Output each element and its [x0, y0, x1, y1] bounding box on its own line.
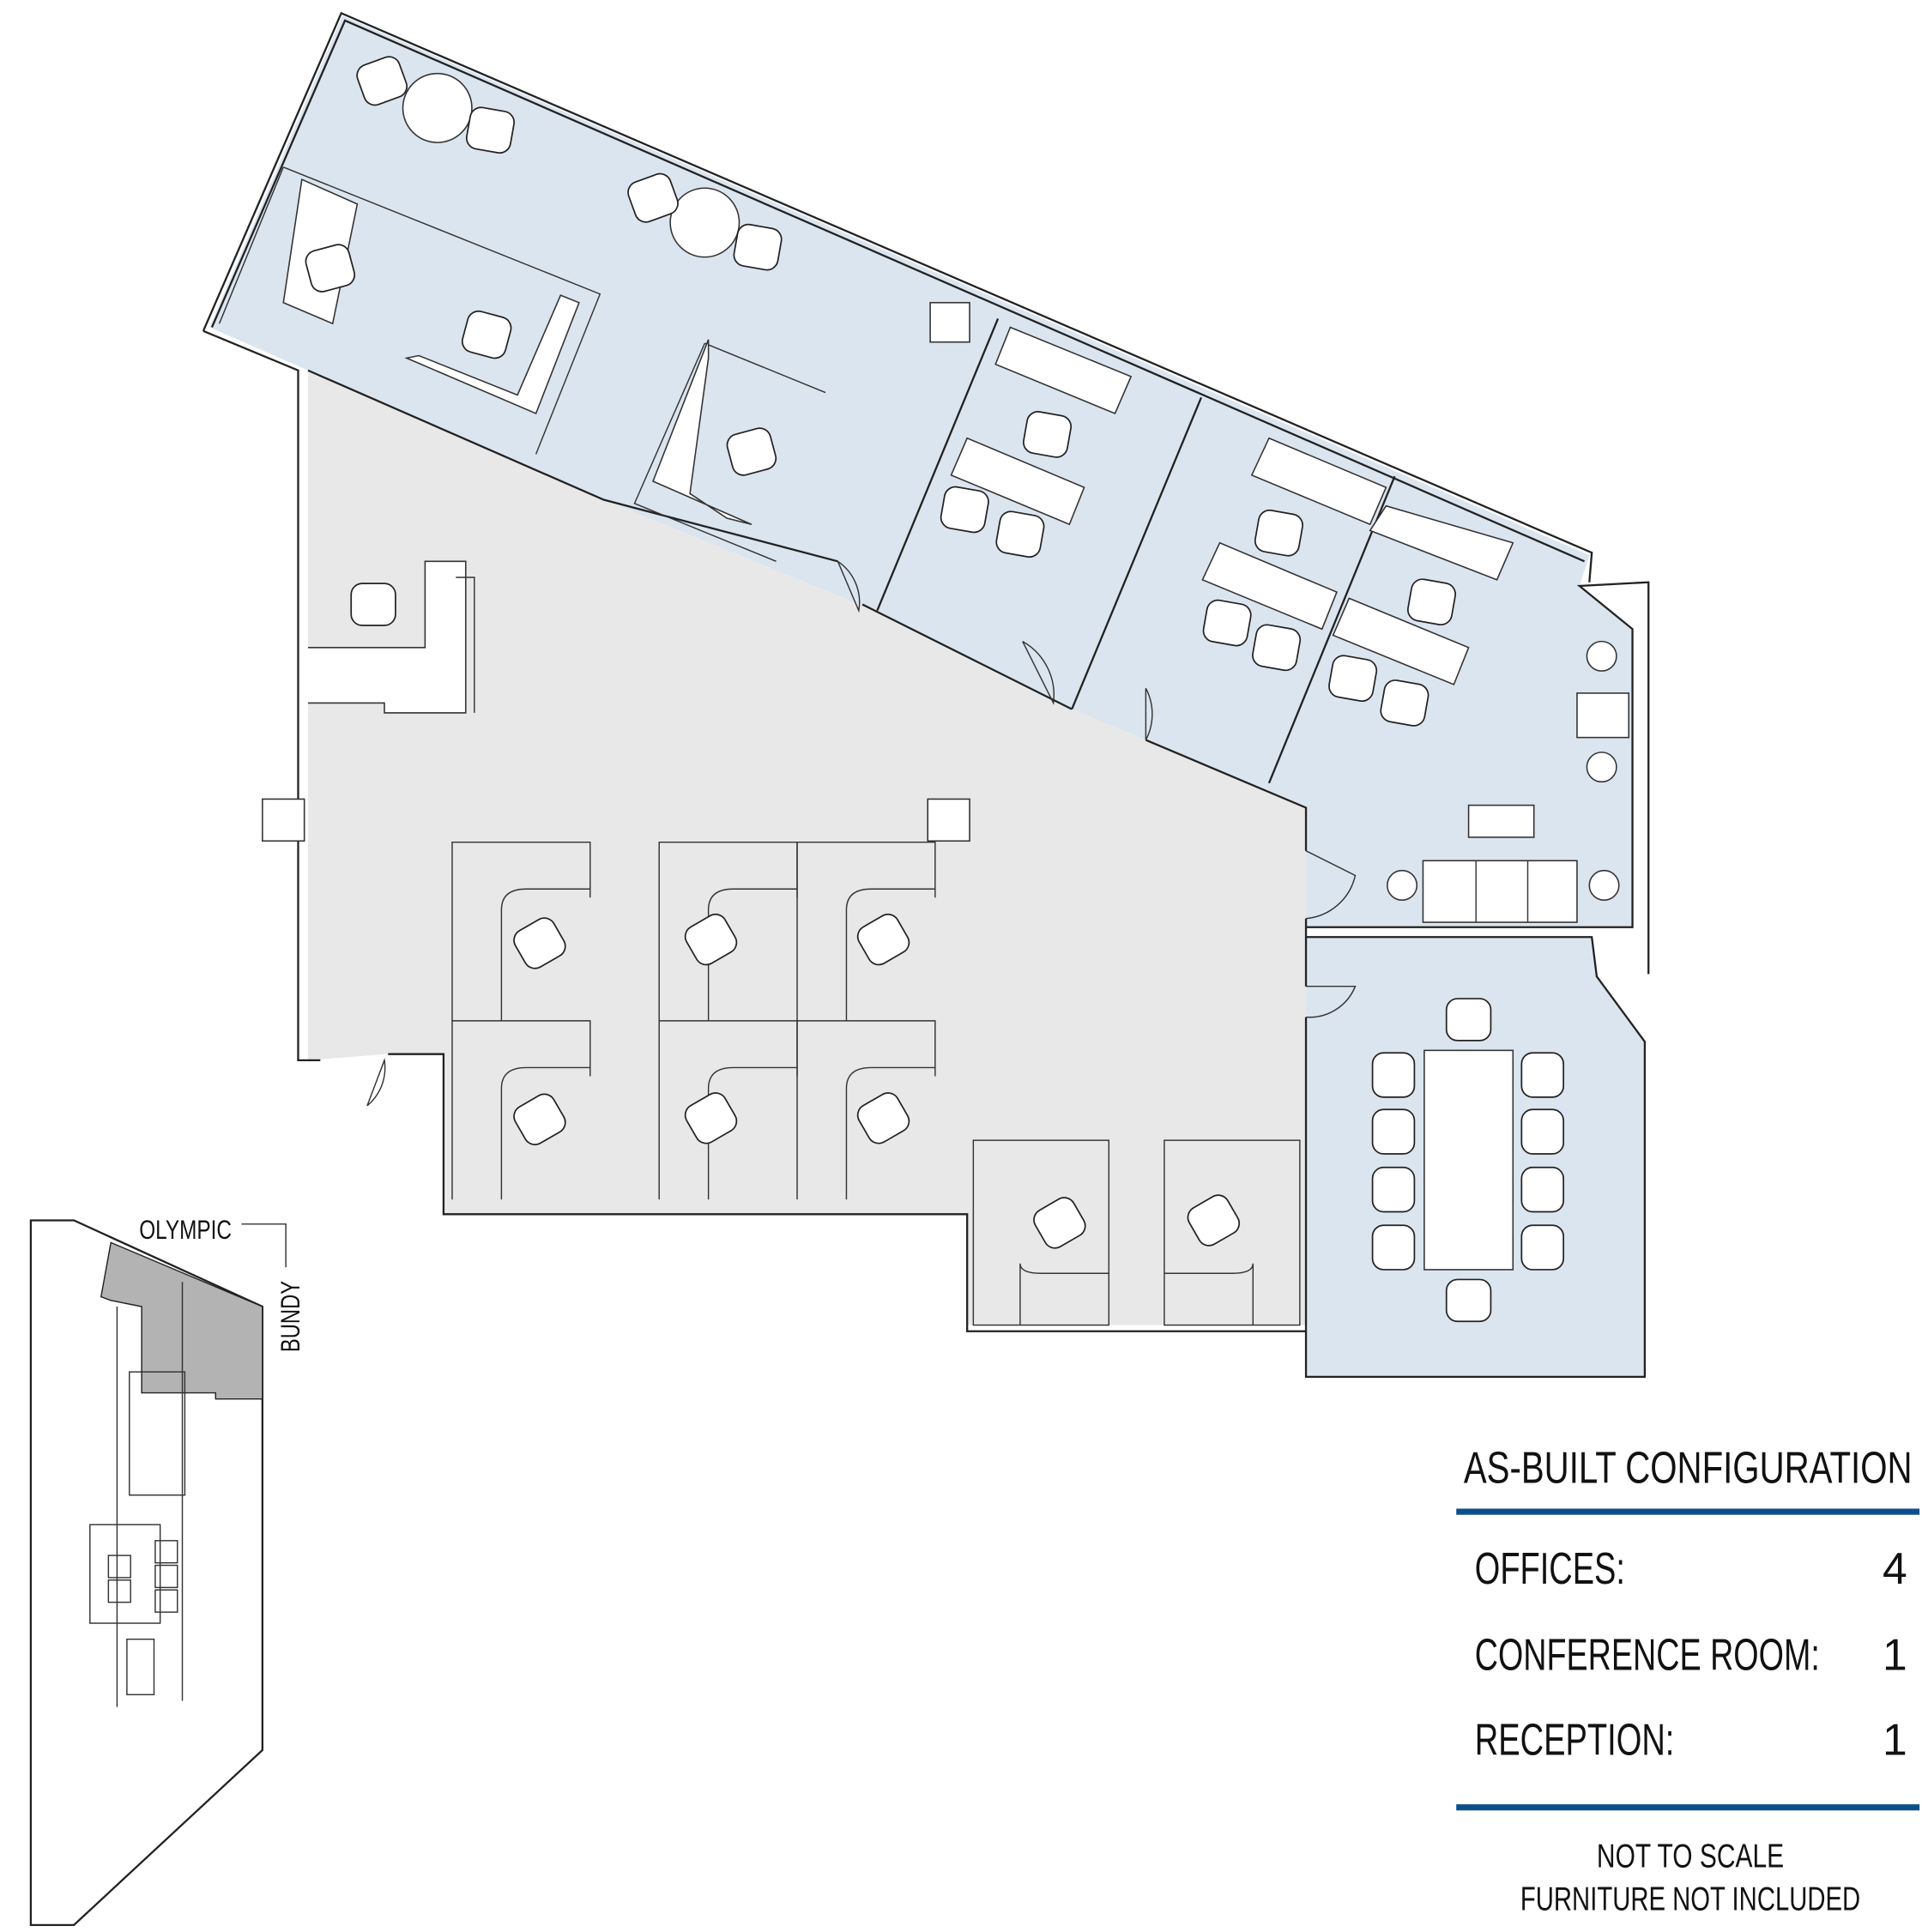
legend-title: AS-BUILT CONFIGURATION	[1464, 1442, 1913, 1492]
chair-icon	[1520, 1108, 1565, 1155]
legend: AS-BUILT CONFIGURATION OFFICES: 4 CONFER…	[1456, 1442, 1920, 1918]
chair-icon	[940, 486, 989, 534]
chair-icon	[1371, 1224, 1416, 1271]
chair-icon	[856, 1092, 910, 1144]
private-area-north	[209, 15, 1633, 927]
chair-icon	[627, 172, 679, 223]
walls	[202, 11, 1650, 1379]
cubicle	[796, 841, 936, 1021]
chair-icon	[856, 913, 910, 966]
chairs	[305, 56, 1565, 1323]
open-area	[307, 370, 1307, 1325]
workstations	[451, 841, 1301, 1326]
chair-icon	[465, 106, 515, 154]
legend-rule-top	[1456, 1508, 1920, 1515]
chair-icon	[1520, 1166, 1565, 1213]
chair-icon	[1445, 998, 1492, 1041]
chair-icon	[684, 1092, 738, 1144]
legend-label-reception: RECEPTION:	[1475, 1715, 1675, 1765]
chair-icon	[1371, 1108, 1416, 1155]
chair-icon	[1328, 655, 1378, 703]
street-label-bundy: BUNDY	[275, 1281, 305, 1352]
chair-icon	[1520, 1224, 1565, 1271]
street-label-olympic: OLYMPIC	[139, 1214, 232, 1245]
chair-icon	[513, 917, 566, 969]
chair-icon	[513, 1093, 566, 1145]
chair-icon	[733, 223, 783, 271]
cubicle	[972, 1139, 1110, 1326]
chair-icon	[350, 583, 396, 626]
legend-value-reception: 1	[1883, 1715, 1907, 1765]
furniture	[282, 72, 1630, 1271]
chair-icon	[726, 427, 777, 476]
cubicle	[451, 1020, 591, 1200]
legend-label-offices: OFFICES:	[1475, 1543, 1625, 1593]
note-furniture-not-included: FURNITURE NOT INCLUDED	[1520, 1881, 1860, 1918]
cubicle	[1163, 1139, 1301, 1326]
cubicle	[451, 841, 591, 1021]
chair-icon	[1023, 411, 1073, 458]
key-plan: OLYMPIC BUNDY	[29, 1214, 305, 1926]
legend-rule-bottom	[1456, 1804, 1920, 1811]
chair-icon	[356, 56, 408, 106]
cubicle	[796, 1020, 936, 1200]
chair-icon	[1407, 578, 1457, 626]
chair-icon	[1445, 1278, 1492, 1323]
chair-icon	[461, 310, 512, 359]
legend-label-conference-room: CONFERENCE ROOM:	[1475, 1630, 1820, 1680]
chair-icon	[305, 244, 356, 293]
chair-icon	[1254, 509, 1303, 557]
chair-icon	[1252, 624, 1302, 672]
chair-icon	[995, 510, 1045, 558]
chair-icon	[1202, 599, 1252, 647]
chair-icon	[1033, 1197, 1086, 1249]
legend-value-offices: 4	[1883, 1543, 1907, 1593]
chair-icon	[1371, 1166, 1416, 1213]
note-not-to-scale: NOT TO SCALE	[1597, 1838, 1784, 1875]
chair-icon	[1371, 1052, 1416, 1098]
chair-icon	[1187, 1194, 1241, 1247]
chair-icon	[1380, 679, 1429, 727]
legend-value-conference-room: 1	[1883, 1630, 1907, 1680]
chair-icon	[684, 913, 738, 966]
chair-icon	[1520, 1052, 1565, 1098]
